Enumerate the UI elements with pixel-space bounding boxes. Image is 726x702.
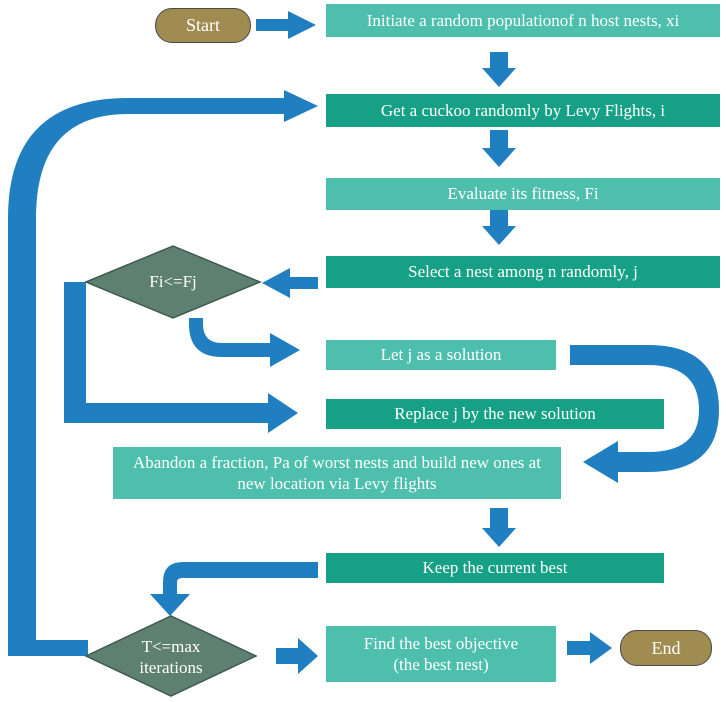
arrow-init-to-levy: [482, 52, 516, 87]
start-terminal: Start: [155, 8, 251, 43]
arrow-select-to-compare: [262, 268, 318, 298]
end-label: End: [651, 637, 681, 658]
step-replace: Replace j by the new solution: [326, 399, 664, 429]
step-levy-label: Get a cuckoo randomly by Levy Flights, i: [380, 100, 666, 120]
arrow-start-to-init: [256, 11, 316, 39]
arrow-keep-to-iterations: [150, 562, 318, 616]
step-init-label: Initiate a random populationof n host ne…: [366, 10, 680, 30]
step-keep: Keep the current best: [326, 553, 664, 583]
step-find: Find the best objective (the best nest): [326, 626, 556, 682]
step-abandon-label: Abandon a fraction, Pa of worst nests an…: [133, 452, 541, 493]
step-select: Select a nest among n randomly, j: [326, 256, 720, 288]
arrow-loop-to-levy: [8, 90, 318, 656]
start-label: Start: [186, 15, 220, 35]
step-select-label: Select a nest among n randomly, j: [408, 262, 638, 282]
step-levy: Get a cuckoo randomly by Levy Flights, i: [326, 94, 720, 127]
step-init: Initiate a random populationof n host ne…: [326, 4, 720, 37]
arrow-abandon-to-keep: [482, 508, 516, 547]
step-replace-label: Replace j by the new solution: [394, 404, 596, 424]
step-let-j: Let j as a solution: [326, 340, 556, 370]
arrow-find-to-end: [567, 632, 612, 664]
step-let-j-label: Let j as a solution: [380, 345, 502, 365]
step-keep-label: Keep the current best: [422, 558, 568, 578]
end-terminal: End: [620, 630, 712, 666]
step-evaluate-label: Evaluate its fitness, Fi: [447, 184, 599, 204]
decision-compare-label: Fi<=Fj: [149, 272, 197, 292]
arrow-iterations-to-find: [276, 638, 318, 674]
arrow-compare-to-replace: [64, 282, 298, 433]
decision-iterations-label: T<=max iterations: [139, 636, 203, 677]
arrow-compare-to-letj: [173, 318, 300, 367]
arrow-letj-to-abandon: [570, 345, 719, 483]
decision-iterations-diamond: [84, 615, 258, 697]
decision-compare-diamond: [84, 245, 262, 319]
step-abandon: Abandon a fraction, Pa of worst nests an…: [113, 447, 561, 499]
arrow-evaluate-to-select: [482, 206, 516, 245]
step-find-label: Find the best objective (the best nest): [363, 633, 519, 674]
step-evaluate: Evaluate its fitness, Fi: [326, 178, 720, 210]
arrow-levy-to-evaluate: [482, 130, 516, 167]
